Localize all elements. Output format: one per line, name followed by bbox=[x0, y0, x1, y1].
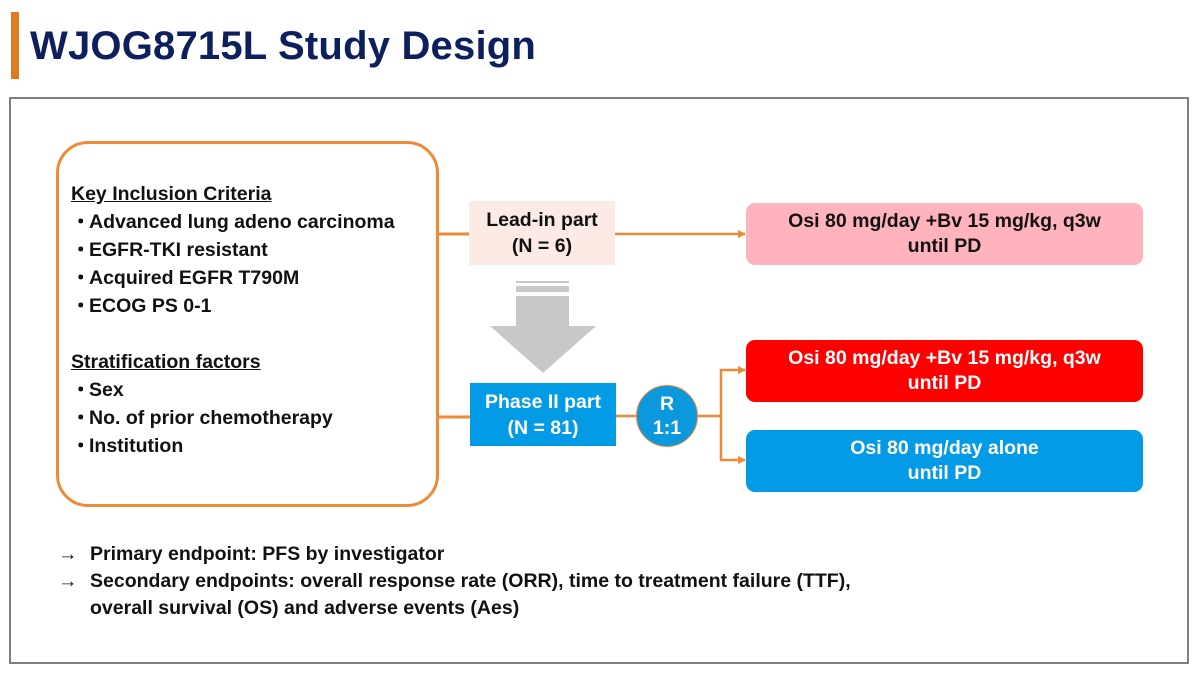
phase2-n: (N = 81) bbox=[507, 416, 579, 439]
arm-regimen: Osi 80 mg/day +Bv 15 mg/kg, q3w bbox=[788, 347, 1101, 369]
inclusion-item: ・EGFR-TKI resistant bbox=[71, 236, 436, 264]
right-arrow-icon: → bbox=[58, 543, 78, 565]
phase2-label: Phase II part bbox=[485, 390, 601, 413]
arm-duration: until PD bbox=[907, 462, 982, 484]
lead-in-label: Lead-in part bbox=[486, 209, 598, 231]
spacer bbox=[71, 320, 436, 348]
combination-arm-box: Osi 80 mg/day +Bv 15 mg/kg, q3w until PD bbox=[746, 340, 1143, 402]
arm-duration: until PD bbox=[907, 372, 982, 394]
bullet-icon: ・ bbox=[71, 267, 91, 289]
arm-duration: until PD bbox=[907, 235, 982, 257]
secondary-endpoints-continued: overall survival (OS) and adverse events… bbox=[90, 597, 520, 619]
bullet-icon: ・ bbox=[71, 379, 91, 401]
phase2-part-box: Phase II part (N = 81) bbox=[470, 383, 616, 446]
arm-regimen: Osi 80 mg/day alone bbox=[850, 437, 1039, 459]
stratification-item: ・No. of prior chemotherapy bbox=[71, 404, 436, 432]
bullet-icon: ・ bbox=[71, 295, 91, 317]
lead-in-arm-box: Osi 80 mg/day +Bv 15 mg/kg, q3w until PD bbox=[746, 203, 1143, 265]
title-accent-bar bbox=[11, 12, 19, 79]
randomization-label: R bbox=[659, 393, 675, 415]
bullet-icon: ・ bbox=[71, 211, 91, 233]
stratification-heading: Stratification factors bbox=[71, 351, 261, 373]
randomization-circle: R 1:1 bbox=[636, 385, 698, 447]
inclusion-item: ・ECOG PS 0-1 bbox=[71, 292, 436, 320]
lead-in-part-box: Lead-in part (N = 6) bbox=[469, 201, 615, 265]
primary-endpoint: →Primary endpoint: PFS by investigator bbox=[58, 541, 851, 568]
bullet-icon: ・ bbox=[71, 239, 91, 261]
inclusion-criteria-heading: Key Inclusion Criteria bbox=[71, 183, 272, 205]
monotherapy-arm-box: Osi 80 mg/day alone until PD bbox=[746, 430, 1143, 492]
inclusion-item: ・Acquired EGFR T790M bbox=[71, 264, 436, 292]
right-arrow-icon: → bbox=[58, 570, 78, 592]
bullet-icon: ・ bbox=[71, 407, 91, 429]
endpoints-section: →Primary endpoint: PFS by investigator →… bbox=[58, 541, 851, 622]
randomization-ratio: 1:1 bbox=[652, 417, 682, 439]
criteria-box: Key Inclusion Criteria ・Advanced lung ad… bbox=[56, 141, 439, 507]
stratification-item: ・Sex bbox=[71, 376, 436, 404]
inclusion-item: ・Advanced lung adeno carcinoma bbox=[71, 208, 436, 236]
lead-in-n: (N = 6) bbox=[511, 235, 573, 257]
page-title: WJOG8715L Study Design bbox=[30, 24, 537, 68]
bullet-icon: ・ bbox=[71, 435, 91, 457]
stratification-item: ・Institution bbox=[71, 432, 436, 460]
secondary-endpoints: →Secondary endpoints: overall response r… bbox=[58, 568, 851, 595]
arm-regimen: Osi 80 mg/day +Bv 15 mg/kg, q3w bbox=[788, 210, 1101, 232]
